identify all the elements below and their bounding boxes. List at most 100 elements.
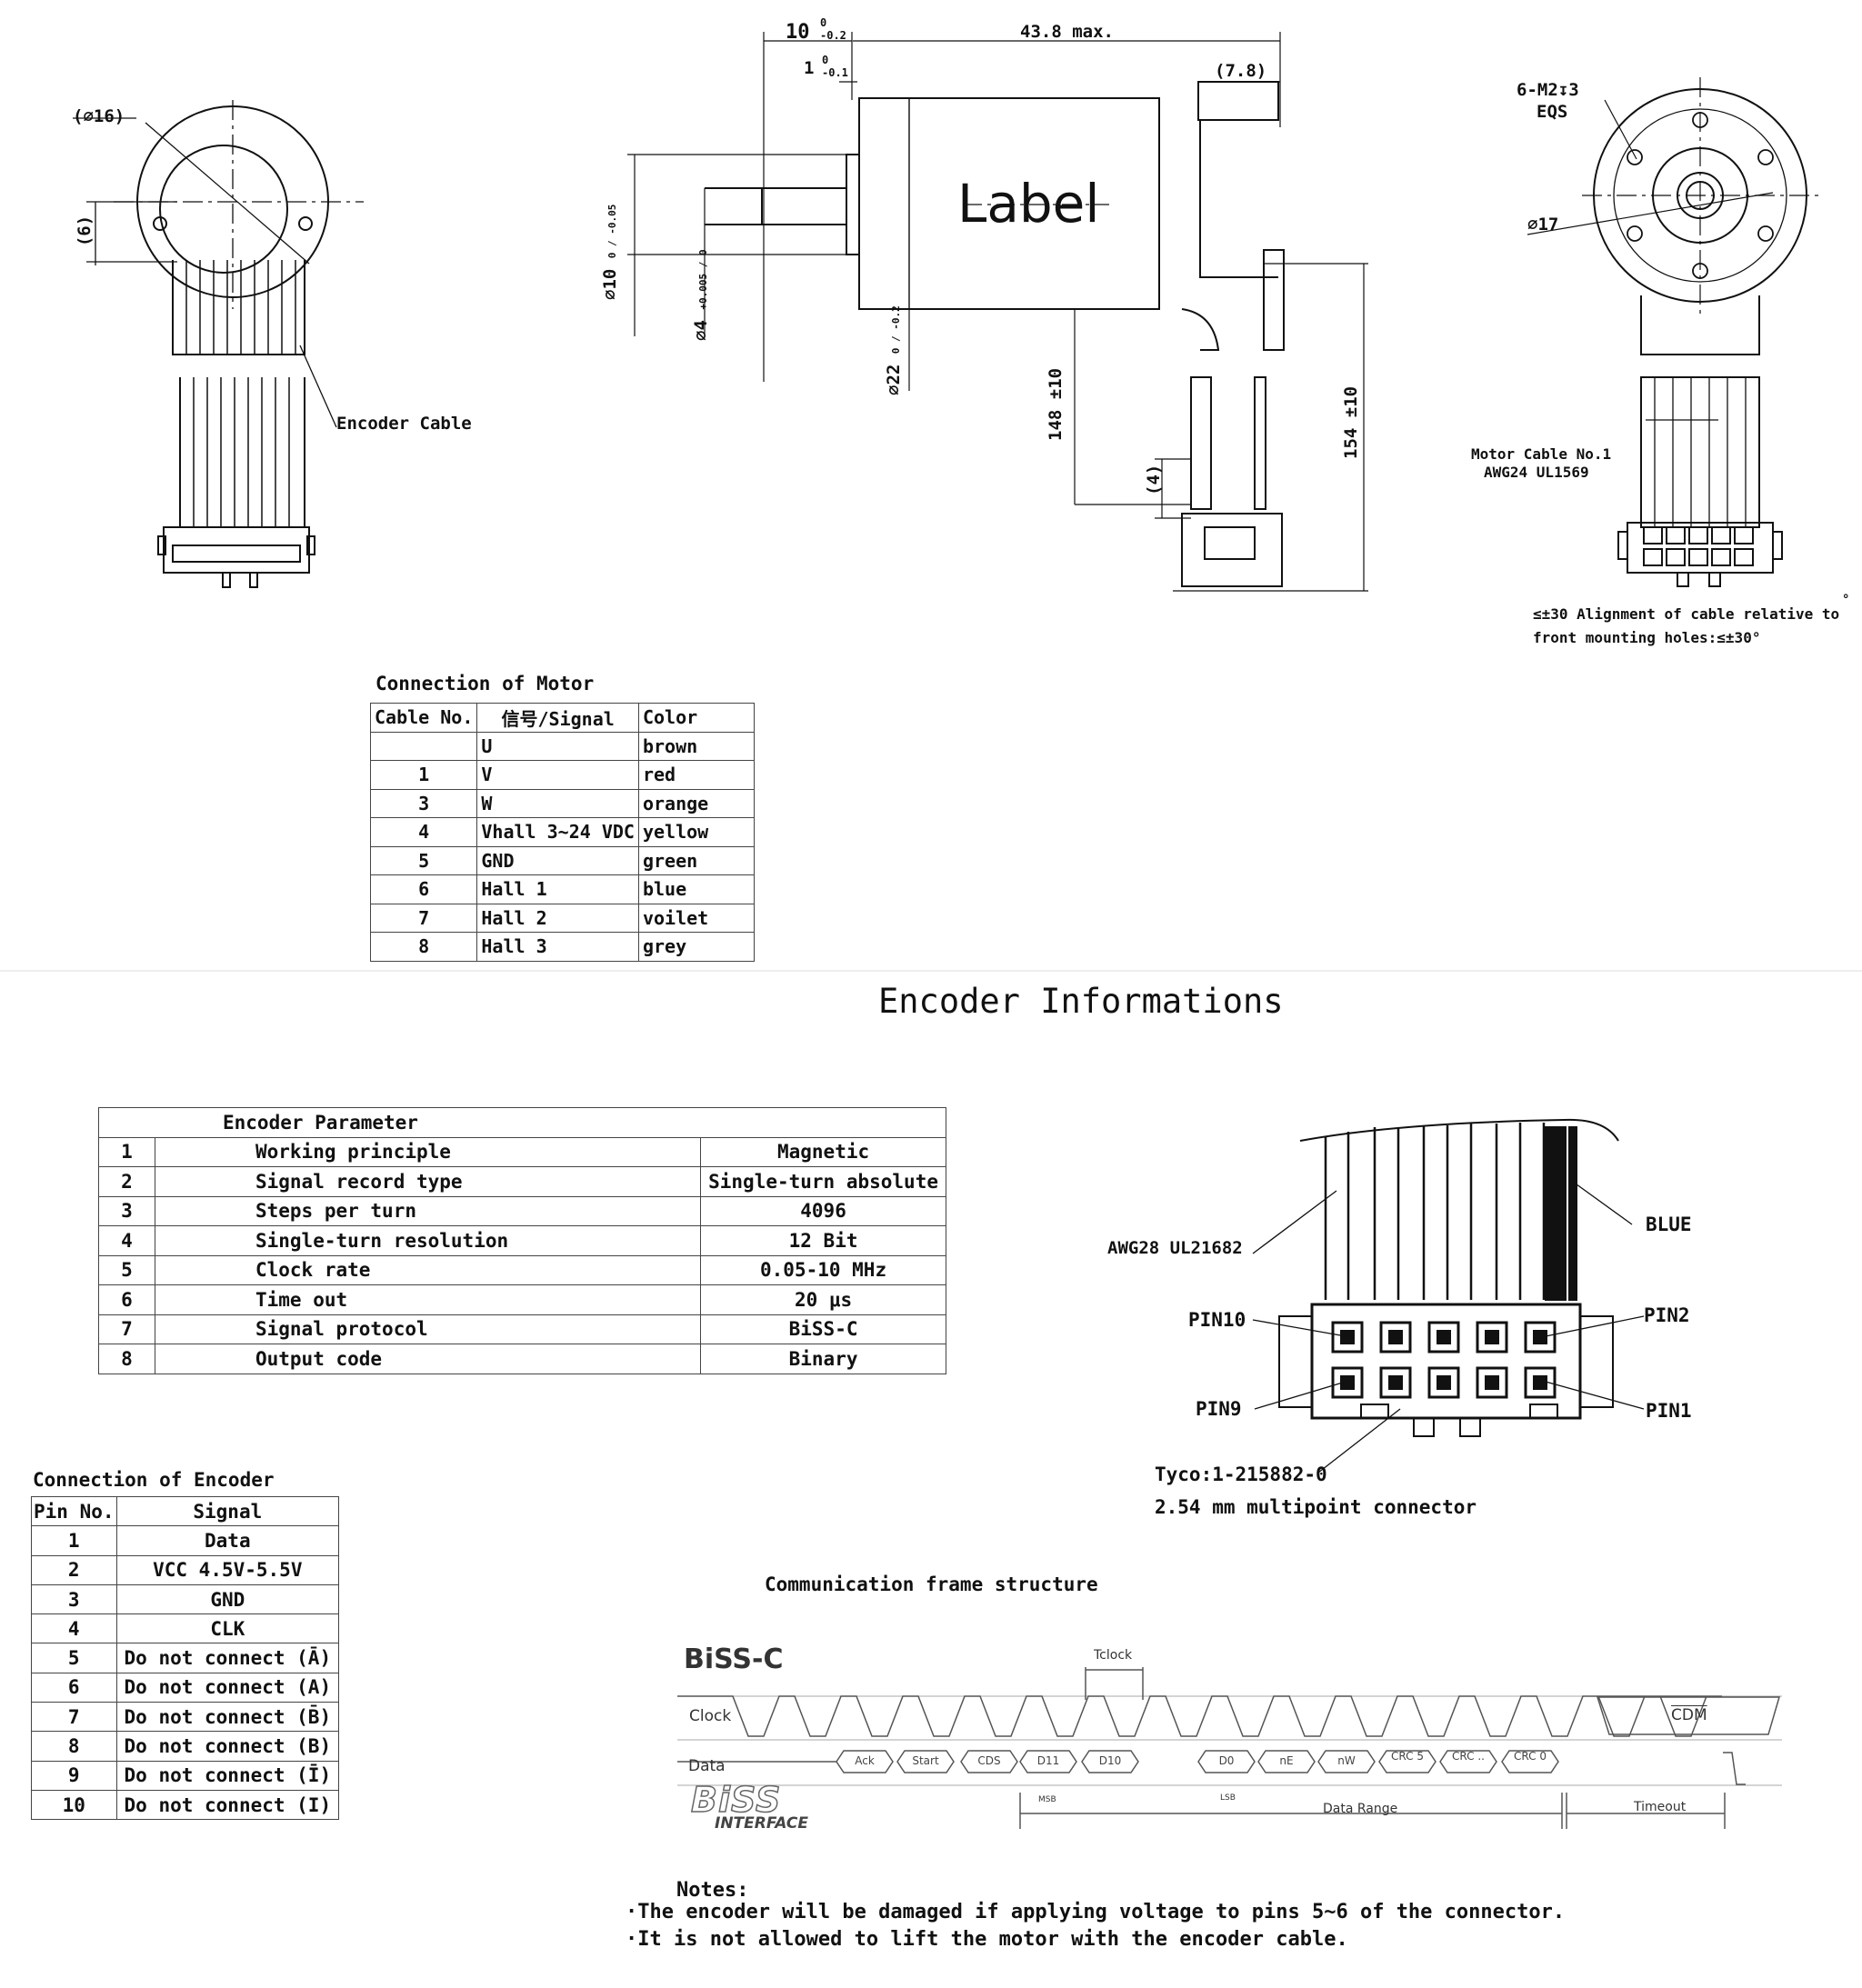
param-no: 5 xyxy=(98,1254,155,1285)
param-no: 4 xyxy=(98,1225,155,1256)
dim-d22-tol: 0 / -0.2 xyxy=(890,305,902,355)
signal: Hall 1 xyxy=(476,874,639,904)
dim-d10-value: ∅10 xyxy=(600,268,620,300)
awg24-label: AWG24 UL1569 xyxy=(1484,464,1589,481)
notes-title: Notes: xyxy=(676,1879,749,1902)
signal: GND xyxy=(476,845,639,875)
param-value: 4096 xyxy=(700,1195,946,1226)
pin-no: 1 xyxy=(31,1525,117,1556)
param-value: 12 Bit xyxy=(700,1225,946,1256)
multipoint-label: 2.54 mm multipoint connector xyxy=(1155,1496,1477,1518)
data-cell-label: D0 xyxy=(1218,1754,1235,1767)
data-cell-label: Start xyxy=(912,1754,939,1767)
pin-signal: Do not connect (B) xyxy=(115,1731,340,1762)
signal: Hall 3 xyxy=(476,932,639,962)
biss-logo-bottom: INTERFACE xyxy=(715,1814,808,1833)
pin-no: 7 xyxy=(31,1702,117,1733)
encoder-parameter-title: Encoder Parameter xyxy=(98,1107,946,1138)
data-cell-label: D11 xyxy=(1036,1754,1060,1767)
signal: Hall 2 xyxy=(476,903,639,933)
pin9-label: PIN9 xyxy=(1196,1398,1242,1420)
header-pin-no: Pin No. xyxy=(31,1495,117,1527)
param-name: Output code xyxy=(154,1344,702,1374)
motor-front-view xyxy=(1527,77,1823,587)
pin-signal: CLK xyxy=(115,1613,340,1644)
dim-seven8: (7.8) xyxy=(1215,61,1267,81)
table-header-row: Cable No. 信号/Signal Color xyxy=(369,703,756,733)
pin-no: 10 xyxy=(31,1789,117,1821)
dim-l154: 154 ±10 xyxy=(1341,385,1361,459)
header-signal: Signal xyxy=(115,1495,340,1527)
dim-four: (4) xyxy=(1144,464,1164,495)
dim-one: 1 xyxy=(804,58,815,78)
cable-no: 4 xyxy=(369,817,478,847)
cable-no: 1 xyxy=(369,760,478,790)
param-name: Steps per turn xyxy=(154,1195,702,1226)
depth-icon: ↧ xyxy=(1557,80,1569,100)
tyco-label: Tyco:1-215882-0 xyxy=(1155,1464,1327,1485)
signal: V xyxy=(476,760,639,790)
dim-d10: ∅10 0 / -0.05 xyxy=(600,205,620,300)
dim-ten-tol-bot: -0.2 xyxy=(820,29,846,42)
color: brown xyxy=(637,731,756,761)
encoder-connector xyxy=(1252,1118,1645,1474)
param-value: Single-turn absolute xyxy=(700,1166,946,1197)
pin10-label: PIN10 xyxy=(1188,1309,1246,1331)
cable-no: 7 xyxy=(369,903,478,933)
cable-no: 3 xyxy=(369,788,478,818)
pin-signal: VCC 4.5V-5.5V xyxy=(115,1554,340,1585)
timing-title: BiSS-C xyxy=(684,1643,784,1675)
param-no: 8 xyxy=(98,1344,155,1374)
dim-ten: 10 xyxy=(786,21,810,44)
dim-d16: (∅16) xyxy=(73,106,125,126)
header-signal: 信号/Signal xyxy=(476,703,639,733)
signal: U xyxy=(476,731,639,761)
dim-m2-depth: 3 xyxy=(1568,80,1579,100)
dim-m2-value: 6-M2 xyxy=(1517,80,1558,100)
pin-signal: Do not connect (I) xyxy=(115,1789,340,1821)
dim-one-tol-bot: -0.1 xyxy=(822,66,848,79)
pin-no: 2 xyxy=(31,1554,117,1585)
color: green xyxy=(637,845,756,875)
param-no: 1 xyxy=(98,1136,155,1167)
motor-side-view xyxy=(627,32,1368,592)
dim-one-tol-top: 0 xyxy=(822,54,829,66)
header-cable-no: Cable No. xyxy=(369,703,478,733)
dim-len-max: 43.8 max. xyxy=(1020,22,1114,42)
color: blue xyxy=(637,874,756,904)
pin-signal: Do not connect (A) xyxy=(115,1672,340,1703)
pin-no: 4 xyxy=(31,1613,117,1644)
data-cell-label: CDS xyxy=(977,1754,1001,1767)
signal: Vhall 3~24 VDC xyxy=(476,817,639,847)
param-no: 3 xyxy=(98,1195,155,1226)
color: yellow xyxy=(637,817,756,847)
data-cell-label: D10 xyxy=(1098,1754,1122,1767)
alignment-note-2: front mounting holes:≤±30° xyxy=(1533,629,1761,646)
motor-cable-label: Motor Cable No.1 xyxy=(1471,445,1612,463)
table-header-row: Pin No. Signal xyxy=(31,1495,340,1527)
dim-d10-tol: 0 / -0.05 xyxy=(606,204,618,259)
pin-signal: Do not connect (B̄) xyxy=(115,1702,340,1733)
data-cell-label: CRC 5 xyxy=(1391,1750,1424,1763)
param-name: Signal record type xyxy=(154,1166,702,1197)
cdm-label: CDM xyxy=(1671,1706,1707,1724)
cable-no xyxy=(369,731,478,761)
tclock-label: Tclock xyxy=(1094,1648,1133,1663)
color: voilet xyxy=(637,903,756,933)
cable-no: 5 xyxy=(369,845,478,875)
dim-d4: ∅4 +0.005 / 0 xyxy=(691,249,711,341)
